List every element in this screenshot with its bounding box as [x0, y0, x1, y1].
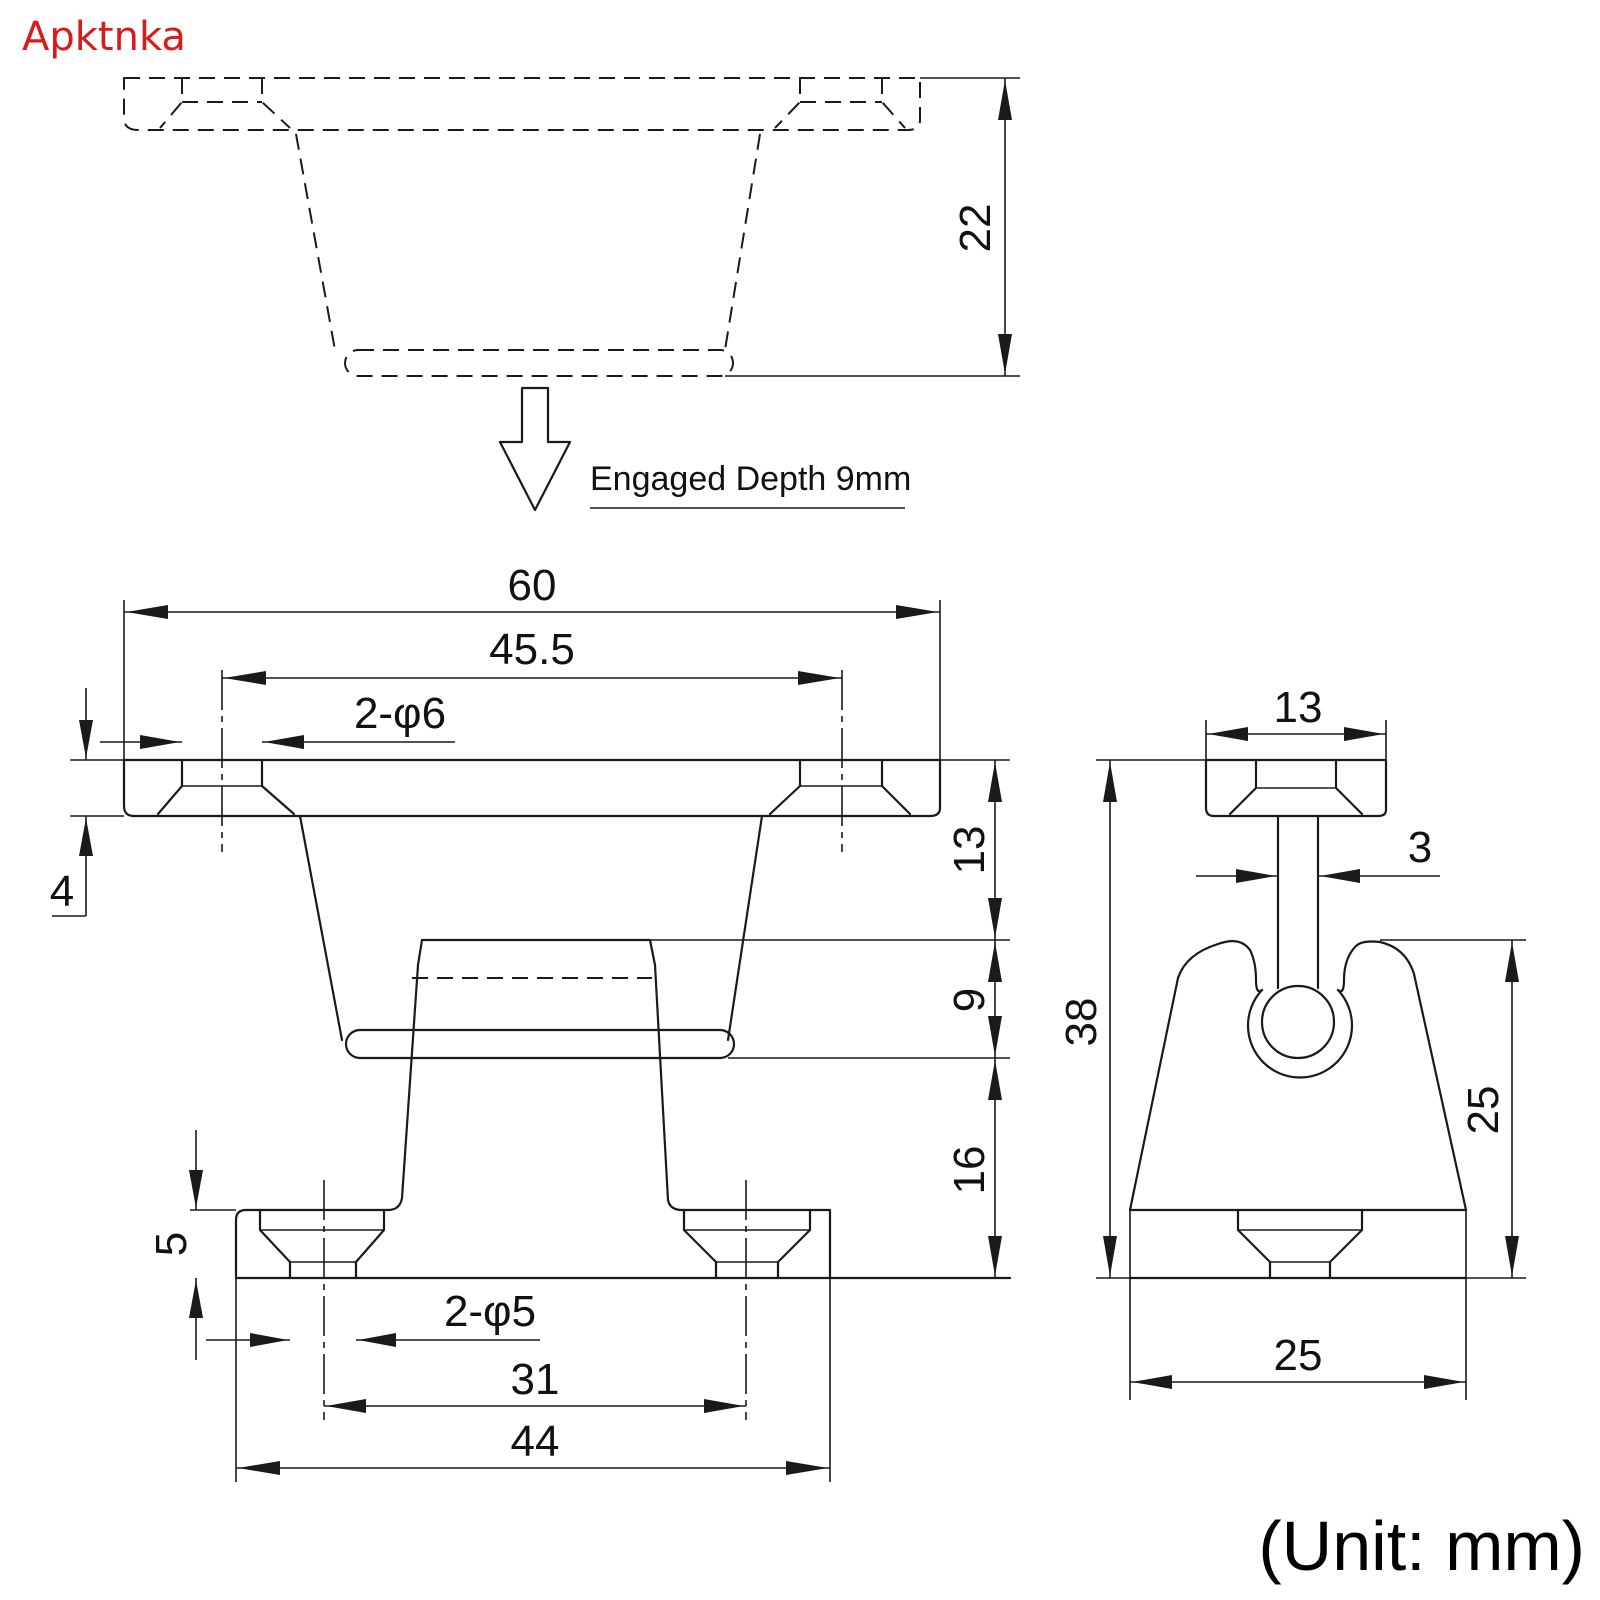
dim-side-lower-height: 25 [1459, 1086, 1508, 1135]
side-view: 13 3 38 25 25 [1057, 683, 1526, 1400]
dim-holes-bottom: 2-φ5 [444, 1287, 536, 1336]
dim-side-slot-width: 3 [1408, 823, 1432, 872]
unit-label: (Unit: mm) [1258, 1507, 1585, 1585]
brand-logo: Apktnka [22, 14, 186, 60]
dim-top-height: 22 [951, 204, 1000, 253]
dim-side-total-height: 38 [1057, 998, 1106, 1047]
dim-lower-height: 16 [945, 1146, 994, 1195]
engaged-depth-note: Engaged Depth 9mm [590, 460, 911, 498]
dim-base-length: 44 [511, 1417, 560, 1466]
dim-side-base-width: 25 [1274, 1331, 1323, 1380]
dim-engaged-depth: 9 [945, 988, 994, 1012]
dim-holes-top: 2-φ6 [354, 689, 446, 738]
dim-flange-thickness: 4 [50, 867, 74, 916]
dim-hole-spacing-bottom: 31 [511, 1355, 560, 1404]
upper-part-dashed-view: 22 [123, 77, 1020, 377]
dim-side-top-width: 13 [1274, 683, 1323, 732]
dim-overall-length: 60 [508, 561, 557, 610]
dim-base-thickness: 5 [147, 1232, 196, 1256]
dim-hole-spacing-top: 45.5 [489, 625, 575, 674]
engage-arrow-icon [498, 386, 572, 512]
front-view: 60 45.5 2-φ6 4 13 9 16 [50, 561, 1012, 1482]
dim-upper-height: 13 [945, 826, 994, 875]
